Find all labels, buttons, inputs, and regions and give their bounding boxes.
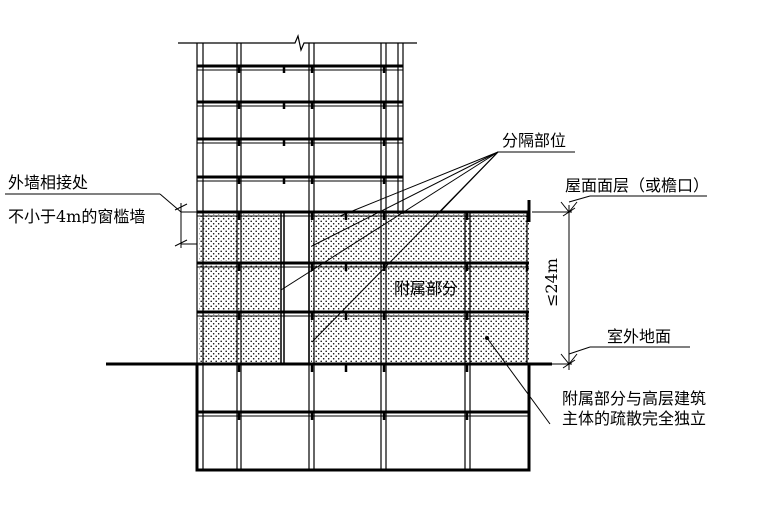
label-outdoor-ground: 室外地面 [607,327,671,346]
evacuation-leader-dot [485,336,489,340]
separation-leaders [280,151,575,343]
height-dimension [532,195,707,370]
evacuation-leader [486,337,551,425]
label-annex-part: 附属部分 [394,279,458,298]
tower-slab-thin [197,69,403,182]
break-line [178,34,417,52]
annex-columns [464,212,528,470]
tower-slabs [197,64,403,179]
separation-gap [281,212,311,364]
label-wall-junction: 外墙相接处 [8,173,88,192]
tower-columns [196,43,404,470]
label-roof-surface: 屋面面层（或檐口） [565,176,709,195]
tower-slab-stubs [237,66,386,184]
label-independent-line2: 主体的疏散完全独立 [562,409,706,428]
annex-slab-thin [197,215,529,417]
label-window-sill-wall: 不小于4m的窗槛墙 [8,207,145,226]
label-separation-location: 分隔部位 [502,131,566,150]
annex-slabs [197,210,529,414]
sill-wall-dimension [5,193,197,248]
label-height-limit: ≤24m [542,258,561,307]
annex-hatch [199,214,529,362]
basement-outline [195,364,531,472]
label-independent-line1: 附属部分与高层建筑 [562,389,706,408]
